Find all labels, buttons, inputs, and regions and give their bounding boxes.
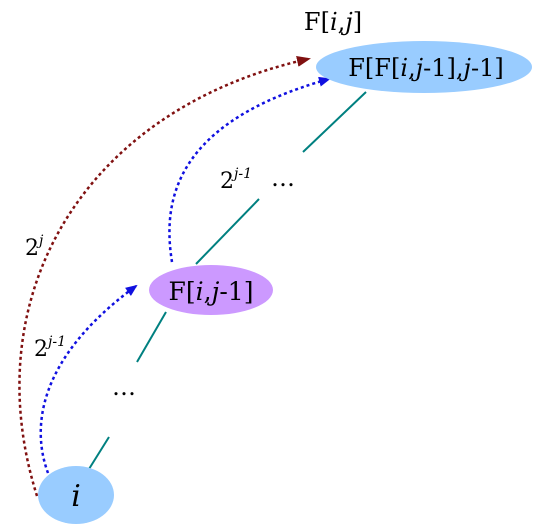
lower-inner-arc-arrow (39, 284, 138, 474)
teal-line-segment-upper (302, 91, 367, 153)
teal-line-segment-mid-upper (195, 198, 260, 265)
node-start-label: i (71, 479, 81, 514)
ellipsis-lower: … (112, 373, 136, 401)
node-top-ellipse (316, 41, 532, 93)
outer-arc-arrow (18, 56, 311, 497)
outer-arc-label: 2j (25, 233, 44, 261)
node-start: i (38, 466, 114, 524)
node-mid: F[i,j-1] (149, 265, 273, 315)
upper-inner-arc-arrow (168, 76, 331, 263)
teal-line-segment-mid (136, 311, 167, 363)
teal-line-segment-lower (88, 436, 110, 470)
top-annotation: F[i,j] (304, 8, 362, 36)
lower-inner-arc-label: 2j-1 (34, 334, 66, 362)
node-top: F[F[i,j-1],j-1] (316, 41, 532, 93)
node-start-ellipse (38, 466, 114, 524)
ellipsis-upper: … (271, 164, 295, 192)
node-top-label: F[F[i,j-1],j-1] (348, 54, 503, 82)
upper-inner-arc-label: 2j-1 (220, 166, 252, 194)
node-mid-ellipse (149, 265, 273, 315)
node-mid-label: F[i,j-1] (169, 277, 254, 306)
